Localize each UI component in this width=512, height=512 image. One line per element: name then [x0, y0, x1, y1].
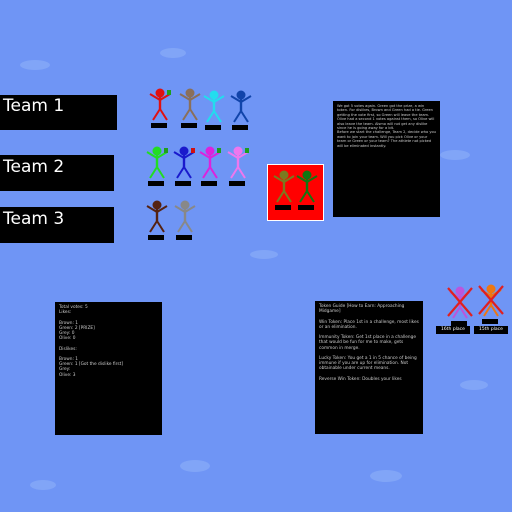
contestant-purple-eliminated [447, 286, 473, 326]
stick-figure-icon [173, 146, 195, 179]
cloud [20, 60, 50, 70]
contestant-green [145, 146, 169, 186]
name-tag [175, 181, 191, 186]
team-1-label: Team 1 [0, 95, 117, 130]
stick-figure-icon [227, 146, 249, 179]
contestant-brown-grey [178, 88, 202, 128]
contestant-olive [272, 170, 296, 210]
stick-figure-icon [203, 90, 225, 123]
name-tag [201, 181, 217, 186]
stick-figure-icon [146, 200, 168, 233]
votes-panel: Total votes: 5 Likes: Brown: 1 Green: 2 … [55, 302, 162, 435]
cloud [440, 150, 470, 160]
team-3-label: Team 3 [0, 207, 114, 243]
stick-figure-icon [179, 88, 201, 121]
name-tag [232, 125, 248, 130]
cloud [370, 470, 402, 482]
name-tag [298, 205, 314, 210]
name-tag [151, 123, 167, 128]
name-tag [148, 181, 164, 186]
stick-figure-icon [146, 146, 168, 179]
contestant-dark-green [295, 170, 319, 210]
contestant-orange-eliminated [478, 284, 504, 324]
stick-figure-icon [149, 88, 171, 121]
story-panel: We got 5 votes again. Green got the priz… [333, 101, 440, 217]
name-tag [229, 181, 245, 186]
name-tag [181, 123, 197, 128]
contestant-navy [229, 90, 253, 130]
contestant-grey [173, 200, 197, 240]
stick-figure-icon [199, 146, 221, 179]
cloud [160, 48, 186, 58]
stick-figure-icon [478, 284, 504, 317]
stick-figure-icon [273, 170, 295, 203]
contestant-red [148, 88, 172, 128]
name-tag [205, 125, 221, 130]
place-15th-label: 15th place [474, 326, 508, 334]
contestant-dark-brown [145, 200, 169, 240]
name-tag [176, 235, 192, 240]
token-guide-panel: Token Guide [How to Earn: Approaching Mi… [315, 301, 423, 434]
name-tag [148, 235, 164, 240]
cloud [180, 460, 210, 472]
name-tag [482, 319, 498, 324]
stick-figure-icon [447, 286, 473, 319]
contestant-magenta [198, 146, 222, 186]
cloud [30, 480, 56, 490]
contestant-pink [226, 146, 250, 186]
contestant-cyan [202, 90, 226, 130]
name-tag [275, 205, 291, 210]
name-tag [451, 321, 467, 326]
place-16th-label: 16th place [436, 326, 470, 334]
contestant-blue-dark [172, 146, 196, 186]
stick-figure-icon [296, 170, 318, 203]
stick-figure-icon [230, 90, 252, 123]
red-selection-box [267, 164, 324, 221]
cloud [250, 250, 278, 259]
team-2-label: Team 2 [0, 155, 114, 191]
stick-figure-icon [174, 200, 196, 233]
cloud [460, 380, 488, 390]
